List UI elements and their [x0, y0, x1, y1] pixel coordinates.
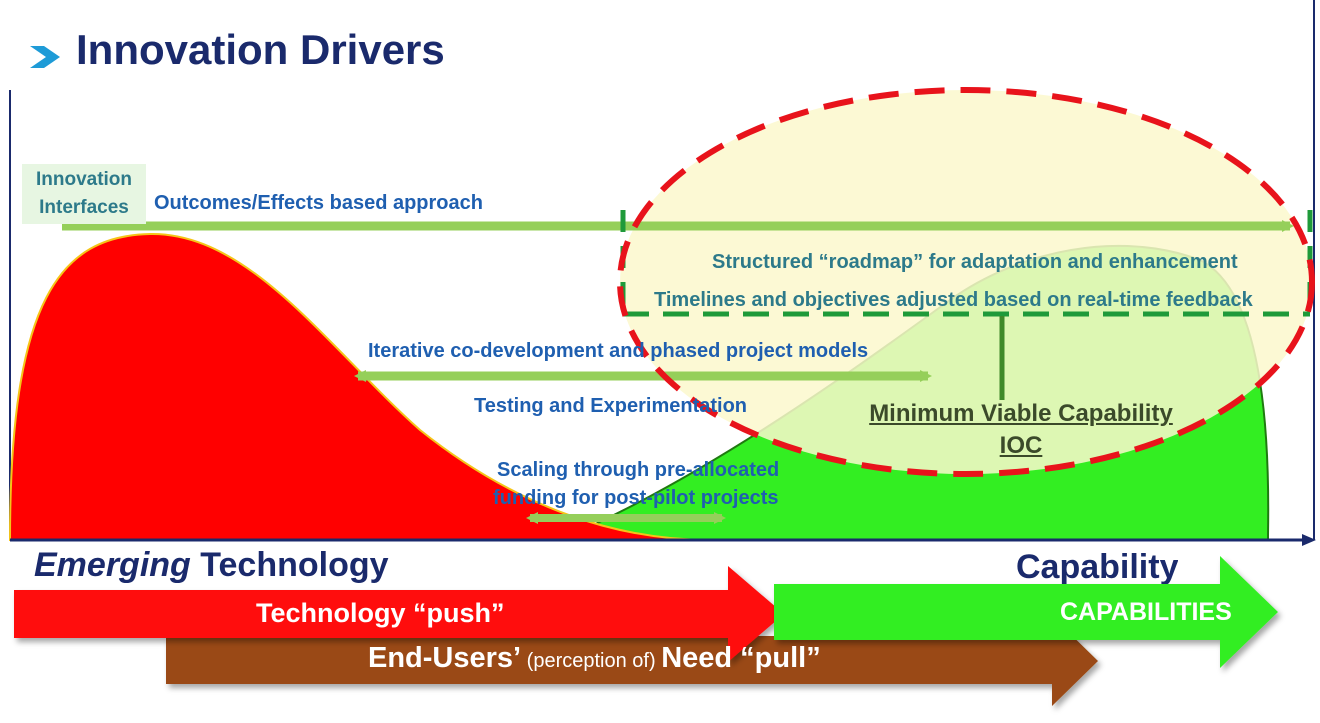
innovation-interfaces-box: Innovation Interfaces	[22, 164, 146, 224]
testing-label: Testing and Experimentation	[474, 395, 747, 417]
title-chevron-icon	[30, 46, 60, 68]
capability-axis-label: Capability	[1016, 548, 1179, 584]
ioc-label: IOC	[999, 432, 1043, 459]
capabilities-label: CAPABILITIES	[1060, 598, 1232, 626]
emerging-word: Emerging	[34, 546, 191, 584]
technology-push-arrow	[14, 566, 784, 662]
iterative-label: Iterative co-development and phased proj…	[368, 340, 869, 362]
innovation-interfaces-line2: Interfaces	[39, 197, 129, 218]
outcomes-label: Outcomes/Effects based approach	[154, 192, 483, 214]
scaling-label-line2: funding for post-pilot projects	[493, 487, 779, 509]
timelines-label: Timelines and objectives adjusted based …	[654, 289, 1253, 311]
roadmap-label: Structured “roadmap” for adaptation and …	[712, 251, 1238, 273]
scaling-label-line1: Scaling through pre-allocated	[497, 459, 780, 481]
need-pull-text: Need “pull”	[661, 642, 821, 674]
page-title: Innovation Drivers	[76, 26, 445, 73]
technology-push-label: Technology “push”	[256, 598, 505, 628]
technology-word: Technology	[190, 546, 389, 584]
innovation-interfaces-line1: Innovation	[35, 169, 133, 190]
mvc-label: Minimum Viable Capability	[869, 400, 1173, 427]
perception-of-text: (perception of)	[521, 650, 662, 672]
end-users-text: End-Users’	[368, 642, 522, 674]
need-pull-label: End-Users’ (perception of) Need “pull”	[368, 642, 821, 675]
capabilities-arrow	[774, 556, 1278, 668]
emerging-technology-axis-label: Emerging Technology	[34, 546, 389, 585]
feedback-zone-outline	[617, 87, 1315, 477]
